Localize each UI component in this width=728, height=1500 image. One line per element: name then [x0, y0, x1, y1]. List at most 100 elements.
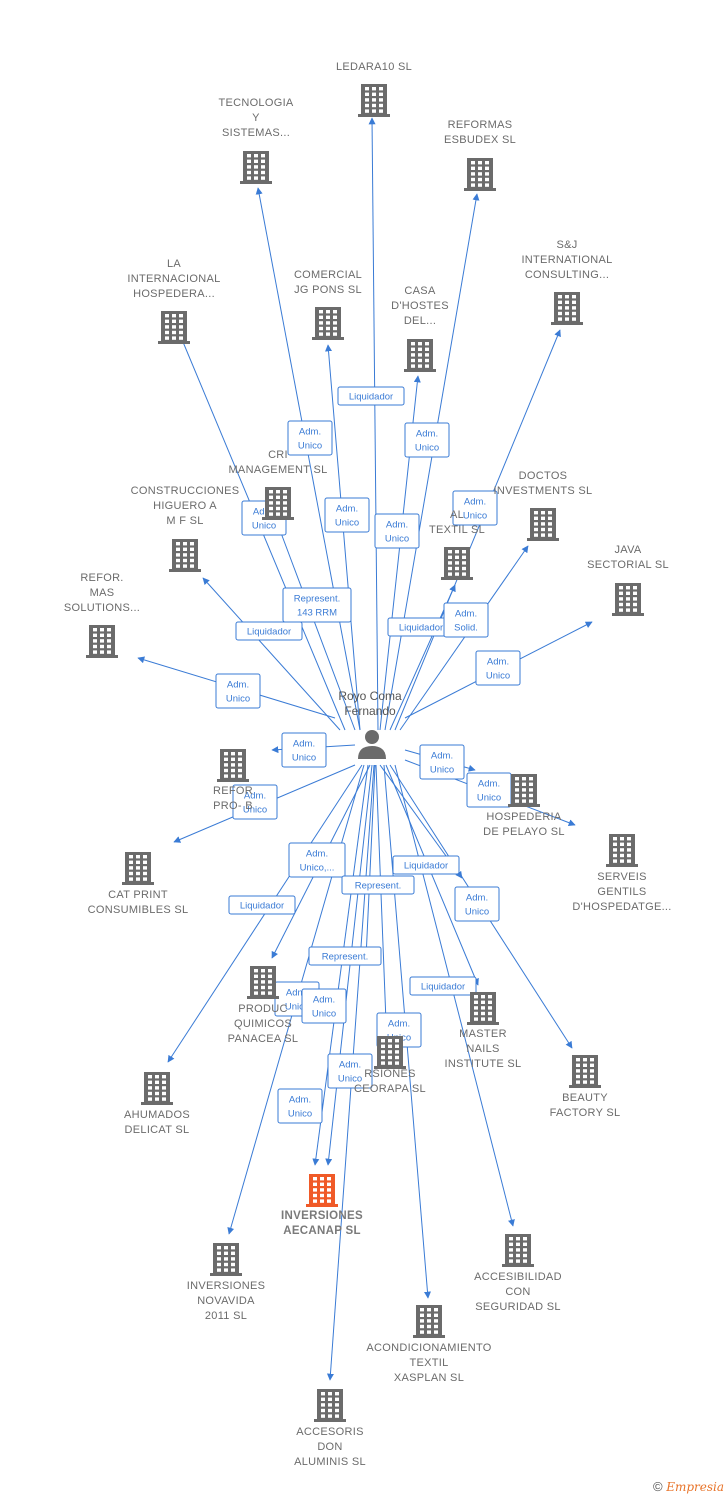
edge-line [384, 193, 480, 731]
edge-line [368, 117, 379, 731]
company-node-tecnologia[interactable]: TECNOLOGIAYSISTEMAS... [218, 97, 294, 184]
company-node-casa-dhostes[interactable]: CASAD'HOSTESDEL... [391, 285, 449, 372]
edge-role-label[interactable]: Adm.Unico [301, 988, 347, 1024]
company-name-line: MASTER [459, 1028, 507, 1040]
company-name-line: DELICAT SL [125, 1124, 190, 1136]
company-name-line: ACCESORIS [296, 1426, 364, 1438]
edge-role-label[interactable]: Adm.Unico [281, 732, 327, 768]
edge-role-label[interactable]: Adm.Unico [374, 513, 420, 549]
edge-role-text: Adm. [253, 507, 275, 518]
edge-role-label[interactable]: Adm.Unico [324, 497, 370, 533]
edge-role-label[interactable]: Adm.Unico [287, 420, 333, 456]
edge-role-label[interactable]: Represent. 143 RRM [282, 587, 352, 623]
footer-brand[interactable]: © Empresia [653, 1479, 724, 1494]
edge-role-label[interactable]: Adm.Unico [419, 744, 465, 780]
edge-role-label[interactable]: Adm.Unico [452, 490, 498, 526]
edge-role-label[interactable]: Adm.Solid. [443, 602, 489, 638]
building-icon [169, 539, 201, 572]
building-icon [306, 1174, 338, 1207]
edge-role-label[interactable]: Represent. [341, 875, 415, 895]
company-name-line: INTERNACIONAL [127, 273, 220, 285]
company-name-line: NOVAVIDA [197, 1295, 255, 1307]
edge-role-label[interactable]: Liquidador [235, 621, 303, 641]
edge-role-label[interactable]: Adm.Unico,... [288, 842, 346, 878]
company-node-sj-international[interactable]: S&JINTERNATIONALCONSULTING... [521, 239, 612, 325]
company-node-refor-mas[interactable]: REFOR.MASSOLUTIONS... [64, 572, 140, 658]
edge-role-label[interactable]: Liquidador [392, 855, 460, 875]
building-icon [158, 311, 190, 344]
edge-role-text: Unico [465, 907, 489, 918]
edge-role-text: Unico [298, 441, 322, 452]
edge-role-text: Adm. [416, 429, 438, 440]
edge-role-label[interactable]: Adm.Unico [277, 1088, 323, 1124]
company-node-la-internacional[interactable]: LAINTERNACIONALHOSPEDERA... [127, 258, 220, 344]
edge-role-label[interactable]: Adm.Unico [404, 422, 450, 458]
edge-line [255, 187, 361, 731]
edge-role-label[interactable]: Liquidador [409, 976, 477, 996]
edge-role-text: Unico [243, 805, 267, 816]
company-name-line: FACTORY SL [550, 1107, 621, 1119]
company-node-ahumados-delicat[interactable]: AHUMADOS DELICAT SL [124, 1072, 190, 1136]
edge-line [385, 764, 479, 986]
edge-role-label[interactable]: Adm.Unico [327, 1053, 373, 1089]
edge-role-label[interactable]: Adm.Unico [215, 673, 261, 709]
company-name-line: GENTILS [597, 886, 646, 898]
company-nodes-layer: LEDARA10 SLTECNOLOGIAYSISTEMAS...REFORMA… [64, 61, 672, 1468]
edge-role-text: Represent. [294, 594, 340, 605]
edge-role-text: Adm. [227, 680, 249, 691]
edge-role-label[interactable]: Liquidador [228, 895, 296, 915]
company-name-line: INVESTMENTS SL [494, 485, 593, 497]
company-name-line: Y [252, 112, 260, 124]
edge-role-text: Adm. [487, 657, 509, 668]
edge-role-label[interactable]: Liquidador [337, 386, 405, 406]
edge-role-label[interactable]: Adm.Unico [466, 772, 512, 808]
company-name-line: TEXTIL [409, 1357, 448, 1369]
company-name-line: INTERNATIONAL [521, 254, 612, 266]
company-name-line: SISTEMAS... [222, 127, 290, 139]
building-icon [141, 1072, 173, 1105]
edge-role-text: Liquidador [349, 392, 393, 403]
edge-role-label[interactable]: Adm.Unico [232, 784, 278, 820]
building-icon [569, 1055, 601, 1088]
edge-role-text: Represent. [322, 952, 368, 963]
edge-role-label[interactable]: Represent. [308, 946, 382, 966]
edge-role-label[interactable]: Adm.Unico [454, 886, 500, 922]
edge-role-text: Unico [252, 521, 276, 532]
company-name-line: SERVEIS [597, 871, 647, 883]
company-name-line: HOSPEDERIA [486, 811, 561, 823]
building-icon [413, 1305, 445, 1338]
company-node-ledara10[interactable]: LEDARA10 SL [336, 61, 412, 117]
company-node-serveis-gentils[interactable]: SERVEISGENTILSD'HOSPEDATGE... [572, 834, 671, 913]
building-icon [502, 1234, 534, 1267]
company-name-line: LA [167, 258, 181, 270]
company-name-line: AHUMADOS [124, 1109, 190, 1121]
building-icon [612, 583, 644, 616]
edge-role-text: 143 RRM [297, 608, 337, 619]
edge-role-text: Adm. [289, 1095, 311, 1106]
company-name-line: DON [317, 1441, 342, 1453]
edge-role-label[interactable]: Adm.Unico [475, 650, 521, 686]
edge-role-text: Adm. [336, 504, 358, 515]
edge-role-text: Unico [385, 534, 409, 545]
company-name-line: RSIONES [364, 1068, 416, 1080]
